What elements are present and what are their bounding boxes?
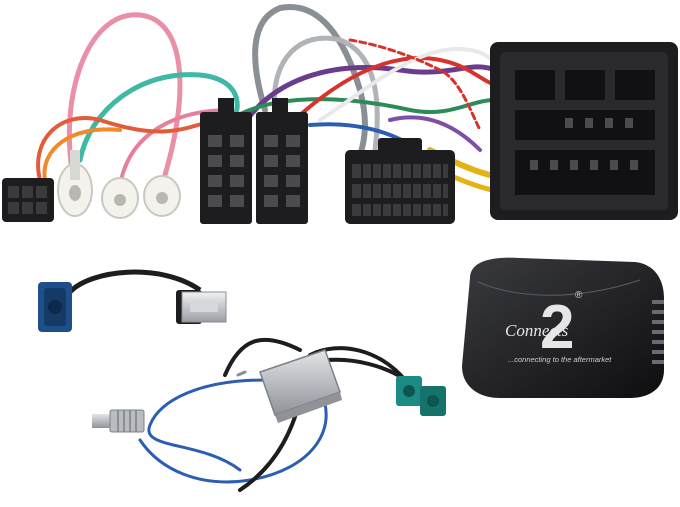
din-antenna-plug <box>92 409 145 433</box>
splitter-box <box>259 349 342 423</box>
usb-fakra-cable <box>38 269 227 332</box>
brand-number: 2 <box>540 293 574 362</box>
fakra-teal-connector <box>396 376 446 416</box>
multi-pin-connector <box>345 138 455 224</box>
six-pin-connector <box>2 178 54 222</box>
iso-connector-right <box>256 98 308 224</box>
iso-connector-left <box>200 98 252 224</box>
registered-mark: ® <box>575 290 583 301</box>
spade-terminals <box>57 150 181 219</box>
harness-wires <box>36 3 498 193</box>
interface-box <box>462 257 664 398</box>
brand-text: Connects <box>505 321 569 340</box>
tagline: ...connecting to the aftermarket <box>508 355 612 364</box>
vehicle-connector <box>490 42 678 220</box>
